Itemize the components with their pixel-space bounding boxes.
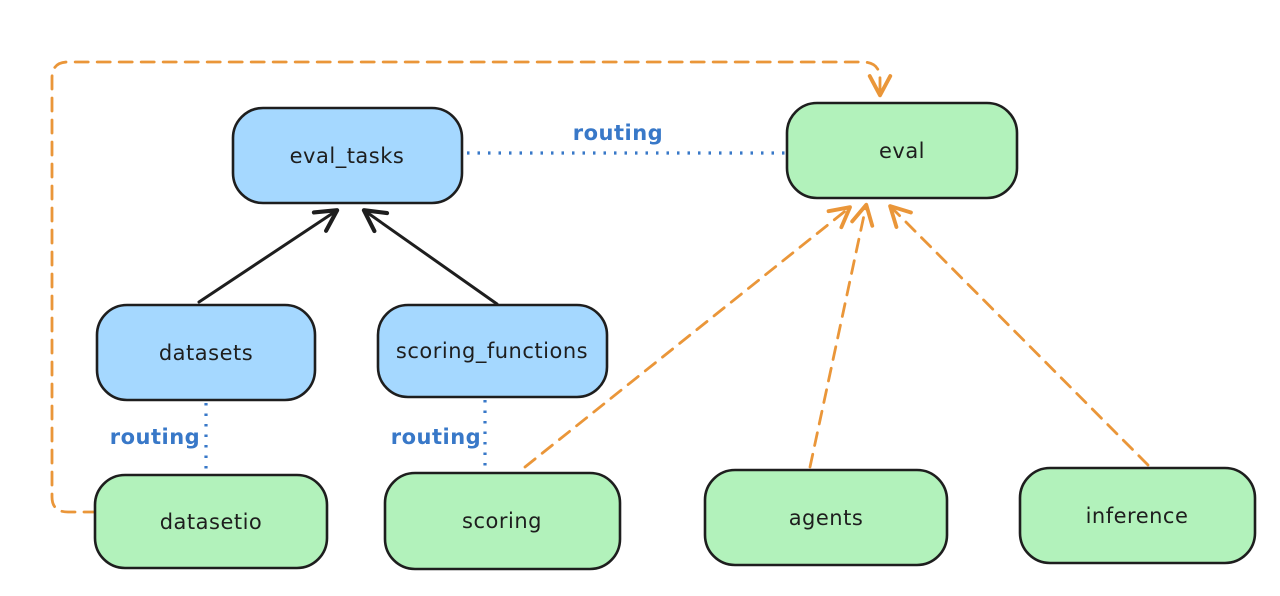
edge-scoring-to-eval	[523, 205, 852, 469]
node-scoring-box	[383, 471, 622, 571]
node-scoring-functions-label: scoring_functions	[396, 339, 588, 364]
node-scoring: scoring	[383, 471, 622, 571]
node-eval: eval	[785, 101, 1019, 200]
edge-inference-to-eval	[888, 204, 1150, 467]
edge-label-routing-eval: routing	[573, 121, 663, 145]
node-datasets-box	[95, 303, 317, 402]
node-inference: inference	[1018, 466, 1257, 565]
node-eval-label: eval	[879, 139, 925, 163]
node-agents-box	[703, 468, 949, 567]
edge-label-routing-datasetio: routing	[110, 425, 200, 449]
node-datasetio-box	[93, 473, 329, 570]
node-datasetio: datasetio	[93, 473, 329, 570]
node-eval-tasks: eval_tasks	[231, 106, 464, 205]
edge-scoring-functions-to-eval-tasks	[361, 208, 499, 306]
edge-datasetio-to-eval	[50, 60, 893, 514]
node-eval-box	[785, 101, 1019, 200]
edge-datasets-to-eval-tasks	[197, 208, 340, 304]
node-eval-tasks-box	[231, 106, 464, 205]
node-eval-tasks-label: eval_tasks	[290, 144, 405, 169]
node-datasetio-label: datasetio	[160, 510, 263, 534]
node-scoring-functions-box	[376, 303, 609, 399]
edge-label-routing-scoring: routing	[391, 425, 481, 449]
node-inference-box	[1018, 466, 1257, 565]
node-scoring-label: scoring	[462, 509, 542, 533]
node-datasets: datasets	[95, 303, 317, 402]
node-inference-label: inference	[1086, 504, 1189, 528]
node-agents: agents	[703, 468, 949, 567]
node-scoring-functions: scoring_functions	[376, 303, 609, 399]
node-agents-label: agents	[789, 506, 864, 530]
edge-agents-to-eval	[808, 202, 875, 469]
node-datasets-label: datasets	[159, 341, 253, 365]
